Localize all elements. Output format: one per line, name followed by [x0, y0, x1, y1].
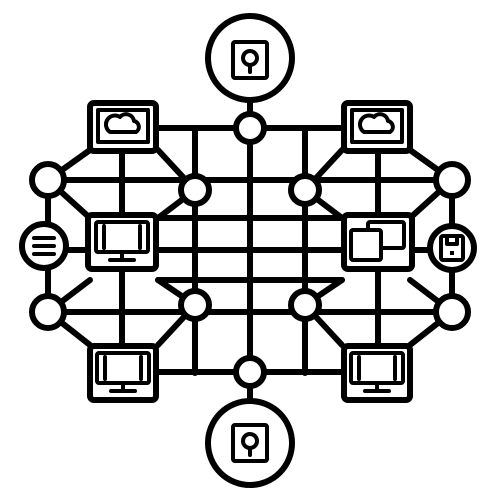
floppy-disk-icon	[439, 234, 465, 262]
monitor-icon	[94, 220, 150, 262]
monitor-bottom-right-node	[341, 343, 413, 403]
junction-node	[288, 288, 322, 322]
monitor-icon	[349, 351, 405, 393]
junction-node	[433, 293, 471, 331]
junction-nodes	[29, 111, 471, 389]
left-endpoint-node	[19, 221, 69, 271]
devices-mid-right-node	[341, 212, 415, 272]
cloud-right-node	[341, 100, 413, 154]
junction-node	[433, 161, 471, 199]
bottom-storage-node	[205, 398, 295, 488]
right-endpoint-node	[427, 223, 477, 273]
junction-node	[178, 173, 212, 207]
junction-node	[288, 173, 322, 207]
cloud-monitor-icon	[96, 108, 150, 144]
hard-drive-icon	[231, 40, 269, 80]
list-icon	[32, 236, 56, 256]
monitor-icon	[95, 351, 151, 393]
monitor-mid-left-node	[85, 212, 159, 272]
monitor-bottom-left-node	[87, 343, 159, 403]
junction-node	[178, 288, 212, 322]
top-storage-node	[205, 13, 295, 103]
hard-drive-icon	[231, 423, 269, 463]
junction-node	[233, 111, 267, 145]
cloud-monitor-icon	[350, 108, 404, 144]
junction-node	[233, 355, 267, 389]
junction-node	[29, 293, 67, 331]
junction-node	[29, 161, 67, 199]
devices-icon	[349, 220, 406, 262]
cloud-left-node	[87, 100, 159, 154]
